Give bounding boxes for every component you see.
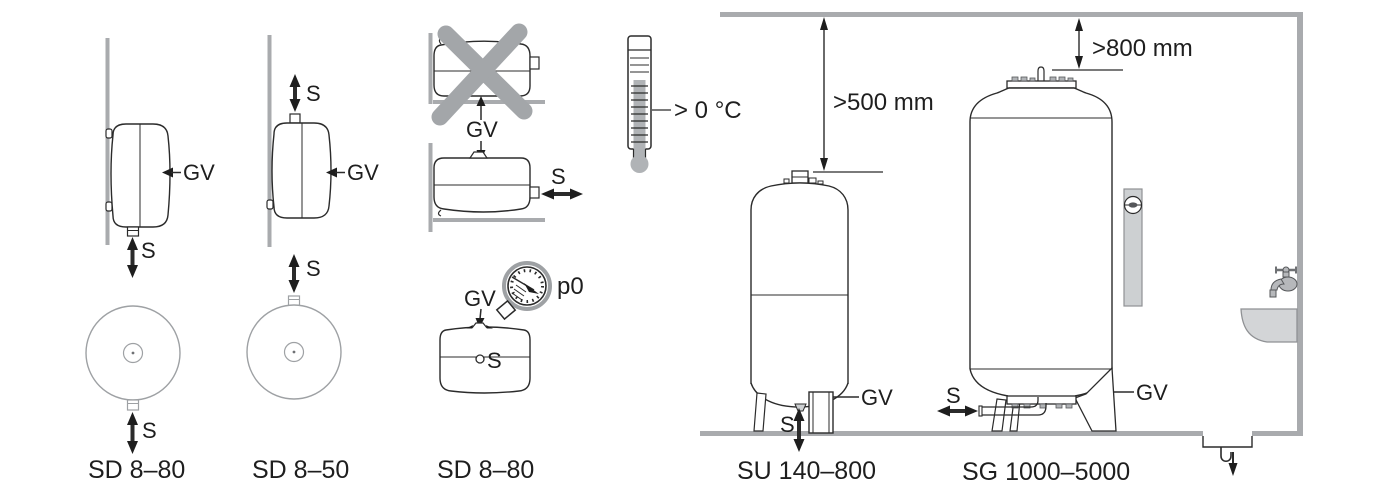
s-label: S: [142, 418, 157, 443]
dimension-800mm: >800 mm: [1052, 18, 1193, 71]
flange-bolts-bottom: [1011, 403, 1073, 409]
caption-sd850: SD 8–50: [252, 456, 349, 484]
s-label: S: [141, 238, 156, 263]
pressure-gauge: [495, 261, 552, 321]
floor-left: [700, 431, 1203, 436]
bottom-nipple: [794, 403, 807, 412]
diagram-sd880-horizontal: GV S SD 8–80: [428, 23, 583, 484]
support-skirt: [1074, 366, 1117, 432]
flange-bolts-top: [1011, 76, 1074, 82]
wall: [428, 143, 433, 232]
shelf: [433, 100, 545, 104]
tank-su: S GV SU 140–800: [737, 170, 893, 485]
bottom-flange: [1006, 395, 1077, 405]
gv-label: GV: [183, 160, 215, 185]
shelf: [433, 218, 545, 222]
gv-label: GV: [1136, 380, 1168, 405]
mount-tab: [105, 128, 113, 139]
caption-sd880: SD 8–80: [88, 456, 185, 484]
vessel-side-view: [266, 113, 332, 219]
gauge-connector: [495, 299, 517, 321]
diagram-sd850-wall: S GV S SD 8–50: [246, 35, 379, 484]
gv-label: GV: [347, 160, 379, 185]
diagram-pressure-check: p0 GV S: [439, 261, 584, 394]
level-gauge: [1123, 188, 1143, 307]
wall: [267, 35, 272, 247]
gv-label: GV: [466, 117, 498, 142]
s-arrow-horizontal: [541, 188, 583, 200]
dim-800-label: >800 mm: [1092, 35, 1193, 62]
gv-pointer: [326, 167, 345, 178]
thermometer: > 0 °C: [627, 35, 742, 173]
installation-room: >500 mm >800 mm: [700, 12, 1303, 486]
caption-sd880-horizontal: SD 8–80: [437, 456, 534, 484]
vessel-front-view: [85, 305, 181, 411]
top-flange: [1006, 80, 1077, 89]
s-label: S: [946, 383, 961, 408]
caption-su: SU 140–800: [737, 457, 876, 485]
thermometer-bulb: [630, 155, 649, 173]
bottom-nipple: [126, 226, 140, 237]
top-nipple: [289, 113, 301, 124]
dimension-500mm: >500 mm: [813, 17, 934, 173]
vessel-side-view: [105, 123, 171, 237]
s-label: S: [306, 81, 321, 106]
s-label: S: [780, 412, 795, 437]
s-arrow-horizontal: [937, 405, 978, 417]
wall: [105, 38, 110, 245]
dim-500-label: >500 mm: [833, 89, 934, 116]
top-pin: [1037, 66, 1045, 81]
caption-sg: SG 1000–5000: [962, 458, 1130, 486]
ceiling: [720, 12, 1303, 17]
p0-label: p0: [557, 273, 584, 300]
cross-mark: [431, 23, 533, 126]
temperature-label: > 0 °C: [674, 97, 742, 124]
s-marker-circle: [475, 354, 485, 364]
s-label: S: [306, 256, 321, 281]
gv-label: GV: [861, 385, 893, 410]
vessel-horizontal: S: [439, 322, 531, 394]
s-label: S: [551, 164, 566, 189]
s-arrow-vertical: [127, 237, 138, 278]
gv-fitting-box: [808, 391, 834, 434]
floor-right: [1252, 431, 1303, 436]
bottom-dome-left: [969, 368, 1009, 397]
s-arrow-vertical: [288, 254, 300, 293]
right-wall: [1297, 12, 1303, 436]
drain-pipe: [978, 397, 1047, 417]
s-arrow-vertical: [289, 74, 301, 112]
gv-label: GV: [464, 286, 496, 311]
vessel-front-view: [246, 295, 342, 400]
mount-tab: [105, 201, 113, 212]
wall: [428, 33, 433, 104]
diagram-sd880-wall: GV S S SD 8–80: [85, 38, 215, 484]
tank-body: [750, 182, 849, 384]
tank-sg: S GV SG 1000–5000: [937, 66, 1168, 486]
s-label: S: [487, 348, 502, 373]
faucet-icon: [1269, 266, 1298, 298]
tank-body: [969, 87, 1113, 369]
tank-leg: [753, 392, 767, 432]
sink: [1240, 308, 1298, 343]
s-arrow-vertical: [127, 412, 138, 454]
scale-ticks: [631, 85, 648, 143]
floor-drain: [1202, 436, 1253, 476]
s-arrow-vertical: [793, 408, 805, 452]
vessel-horizontal-allowed: [433, 151, 540, 217]
mount-tab: [266, 199, 274, 210]
gv-pointer: [162, 167, 181, 178]
